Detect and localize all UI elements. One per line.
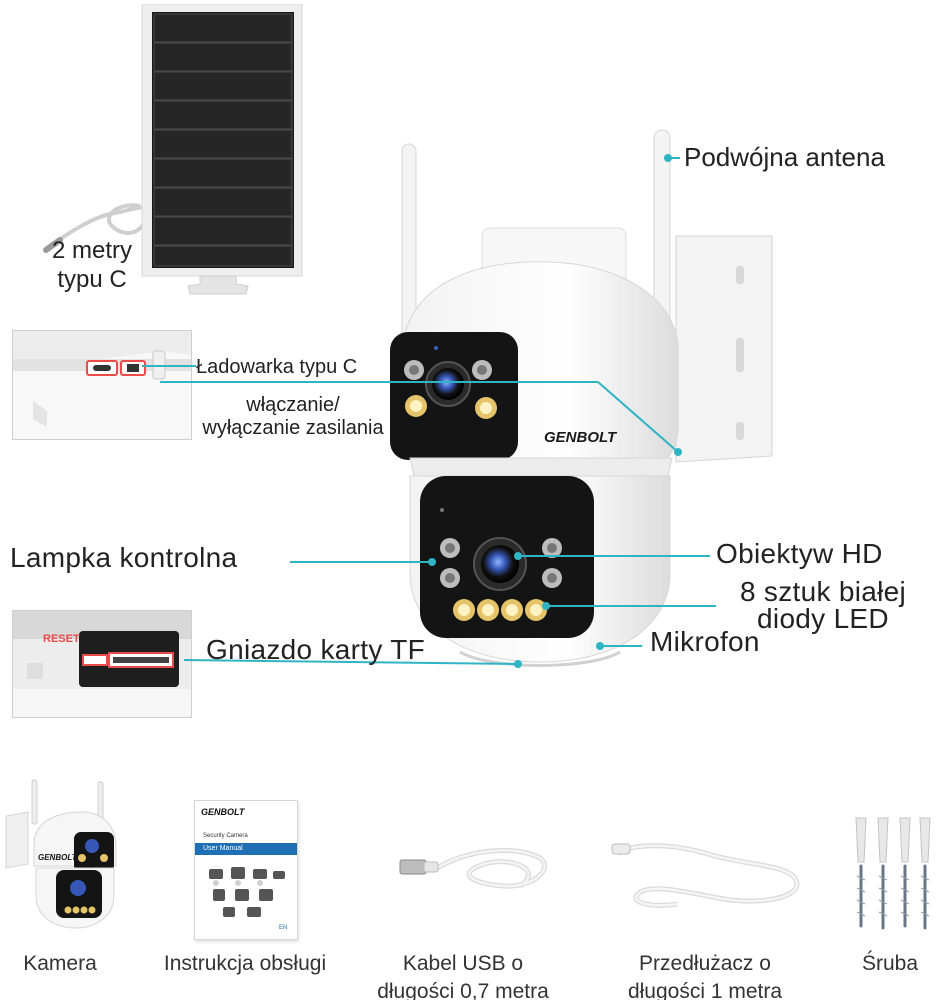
- manual-line2: User Manual: [195, 843, 297, 855]
- accessory-manual-image: GENBOLT Security Camera User Manual EN: [194, 800, 298, 940]
- leds-label: 8 sztuk białej diody LED: [712, 576, 934, 634]
- manual-lang: EN: [279, 925, 288, 931]
- accessory-label-line1: Śruba: [861, 952, 919, 975]
- cable-label-line1: 2 metry: [51, 237, 132, 264]
- indicator-label: Lampka kontrolna: [10, 542, 238, 573]
- power-label-line1: włączanie/: [246, 394, 340, 416]
- tf-slot-detail-image: RESET: [12, 610, 192, 718]
- accessory-label-line1: Instrukcja obsługi: [163, 952, 327, 975]
- power-label-line2: wyłączanie zasilania: [202, 417, 384, 439]
- svg-text:GENBOLT: GENBOLT: [38, 853, 78, 862]
- antenna-label: Podwójna antena: [684, 142, 885, 172]
- manual-line1: Security Camera: [203, 833, 248, 839]
- solar-panel-image: [40, 4, 310, 296]
- accessory-screws-image: [846, 816, 936, 932]
- power-label: włączanie/ wyłączanie zasilania: [188, 394, 398, 440]
- accessory-extension-cable-image: [608, 824, 808, 916]
- leds-label-line1: 8 sztuk białej: [739, 576, 907, 607]
- cable-label: 2 metry typu C: [28, 236, 156, 294]
- manual-brand: GENBOLT: [201, 807, 245, 817]
- accessory-label-line2: długości 0,7 metra: [377, 980, 549, 1000]
- microphone-label: Mikrofon: [650, 626, 760, 657]
- charger-label: Ładowarka typu C: [196, 356, 358, 378]
- accessory-label-manual: Instrukcja obsługi: [140, 950, 350, 978]
- charger-detail-image: [12, 330, 192, 440]
- accessory-usb-cable-image: [394, 830, 554, 910]
- accessory-label-line1: Kamera: [23, 952, 97, 975]
- accessory-label-extension-cable: Przedłużacz o długości 1 metra: [600, 950, 810, 1000]
- accessory-label-line2: długości 1 metra: [627, 980, 783, 1000]
- accessory-label-line1: Kabel USB o: [402, 952, 524, 975]
- accessory-camera-image: GENBOLT: [2, 776, 122, 936]
- tf-slot-label: Gniazdo karty TF: [206, 634, 426, 665]
- cable-label-line2: typu C: [57, 266, 127, 293]
- leds-label-line2: diody LED: [757, 603, 889, 634]
- lens-label: Obiektyw HD: [716, 538, 883, 569]
- accessory-label-camera: Kamera: [0, 950, 120, 978]
- accessory-label-usb-cable: Kabel USB o długości 0,7 metra: [366, 950, 560, 1000]
- accessory-label-screws: Śruba: [840, 950, 940, 978]
- camera-logo: GENBOLT: [544, 429, 618, 446]
- accessory-label-line1: Przedłużacz o: [639, 952, 771, 975]
- reset-label: RESET: [43, 633, 80, 645]
